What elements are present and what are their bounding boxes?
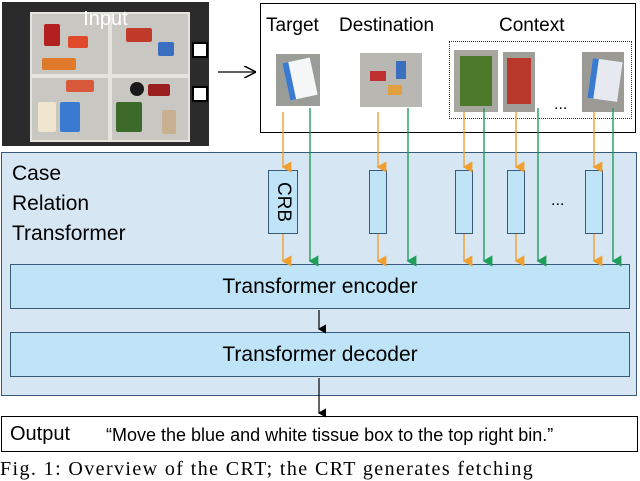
output-label: Output bbox=[10, 423, 71, 445]
decoder-label: Transformer decoder bbox=[222, 343, 418, 366]
object-item bbox=[158, 42, 174, 56]
context-thumbnail bbox=[503, 52, 535, 112]
object-item bbox=[148, 84, 170, 96]
crt-title-line-3: Transformer bbox=[12, 222, 126, 245]
object-item bbox=[60, 102, 80, 132]
input-label: Input bbox=[83, 8, 128, 30]
context-ellipsis: ... bbox=[554, 96, 568, 113]
encoder-label: Transformer encoder bbox=[222, 275, 418, 298]
object-item bbox=[66, 80, 94, 92]
context-group-box bbox=[449, 41, 632, 119]
candidate-box bbox=[260, 3, 636, 133]
token-ellipsis: ... bbox=[551, 192, 565, 209]
crt-title-line-1: Case bbox=[12, 162, 62, 185]
context-thumbnail bbox=[582, 52, 624, 112]
destination-label: Destination bbox=[339, 15, 435, 36]
context-thumbnail bbox=[454, 50, 498, 112]
output-box: Output “Move the blue and white tissue b… bbox=[1, 416, 638, 452]
target-label: Target bbox=[266, 15, 319, 36]
bin-top-right bbox=[110, 12, 190, 76]
destination-thumbnail bbox=[360, 53, 422, 107]
crt-title-line-2: Relation bbox=[12, 192, 90, 215]
figure-caption: Fig. 1: Overview of the CRT; the CRT gen… bbox=[0, 458, 535, 480]
object-item bbox=[162, 110, 176, 134]
object-item bbox=[68, 36, 88, 48]
fiducial-marker bbox=[192, 86, 208, 102]
object-item bbox=[42, 58, 76, 70]
object-item bbox=[44, 24, 60, 46]
input-photo: Input bbox=[2, 2, 209, 146]
object-item bbox=[130, 82, 144, 96]
fiducial-marker bbox=[192, 42, 208, 58]
context-label: Context bbox=[499, 15, 565, 36]
object-item bbox=[38, 102, 56, 132]
target-thumbnail bbox=[276, 54, 320, 106]
output-text: “Move the blue and white tissue box to t… bbox=[106, 425, 554, 445]
transformer-encoder: Transformer encoder bbox=[10, 264, 630, 309]
transformer-decoder: Transformer decoder bbox=[10, 332, 630, 377]
object-item bbox=[116, 102, 142, 132]
object-item bbox=[126, 28, 152, 42]
